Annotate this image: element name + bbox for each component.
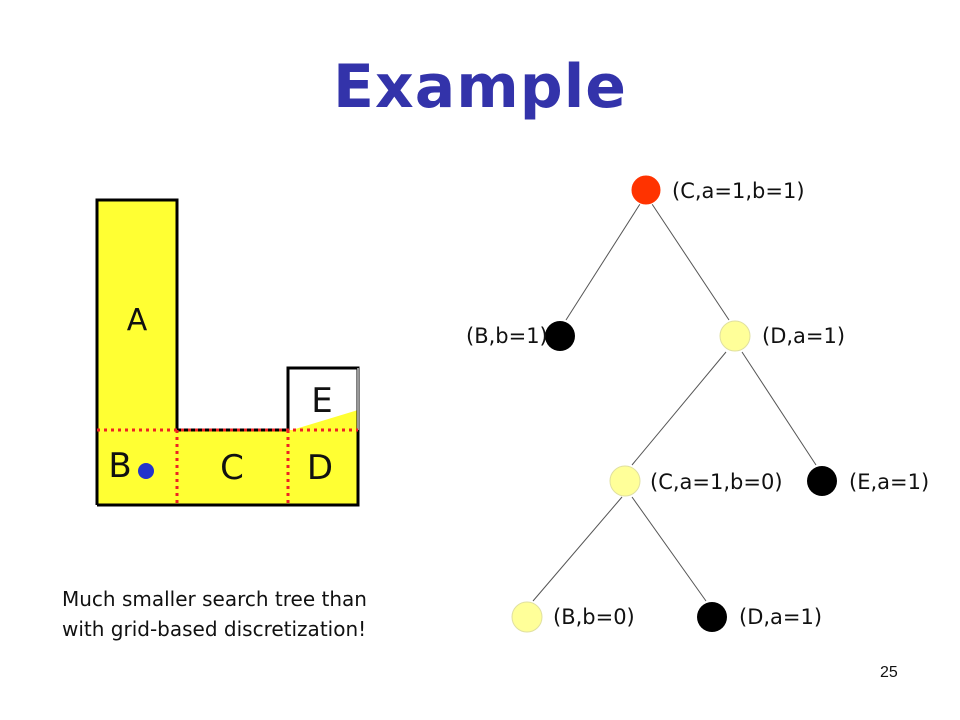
region-label-d: D	[307, 448, 333, 488]
robot-dot	[138, 463, 154, 479]
search-tree-nodes: (C,a=1,b=1) (B,b=1) (D,a=1) (C,a=1,b=0) …	[466, 174, 929, 633]
tree-node-label: (B,b=0)	[553, 605, 635, 629]
region-label-a: A	[127, 303, 148, 338]
tree-node-label: (B,b=1)	[466, 324, 548, 348]
tree-node-label: (C,a=1,b=0)	[650, 470, 783, 494]
caption: Much smaller search tree than with grid-…	[62, 584, 367, 644]
tree-edge	[532, 496, 623, 602]
tree-node	[609, 465, 641, 497]
tree-node-label: (C,a=1,b=1)	[672, 179, 805, 203]
region-e-sliver	[292, 410, 358, 430]
tree-node-label: (D,a=1)	[739, 605, 822, 629]
tree-node-label: (D,a=1)	[762, 324, 845, 348]
page-number: 25	[880, 664, 898, 681]
search-tree-edges	[532, 203, 817, 602]
slide-title: Example	[333, 52, 627, 122]
tree-node	[511, 601, 543, 633]
tree-node-pruned	[807, 466, 837, 496]
tree-edge	[651, 203, 730, 321]
tree-edge	[631, 496, 707, 602]
tree-edge	[741, 351, 817, 466]
environment-map: A E B C D	[95, 198, 360, 507]
tree-node-pruned	[697, 602, 727, 632]
region-label-b: B	[108, 446, 131, 486]
tree-node-pruned	[545, 321, 575, 351]
caption-line: with grid-based discretization!	[62, 617, 367, 641]
region-label-e: E	[311, 381, 332, 421]
region-a-fill	[97, 200, 177, 430]
tree-node-label: (E,a=1)	[849, 470, 929, 494]
region-label-c: C	[220, 448, 244, 488]
tree-node-root	[630, 174, 662, 206]
tree-edge	[631, 351, 727, 466]
tree-edge	[565, 203, 641, 321]
tree-node	[719, 320, 751, 352]
caption-line: Much smaller search tree than	[62, 587, 367, 611]
